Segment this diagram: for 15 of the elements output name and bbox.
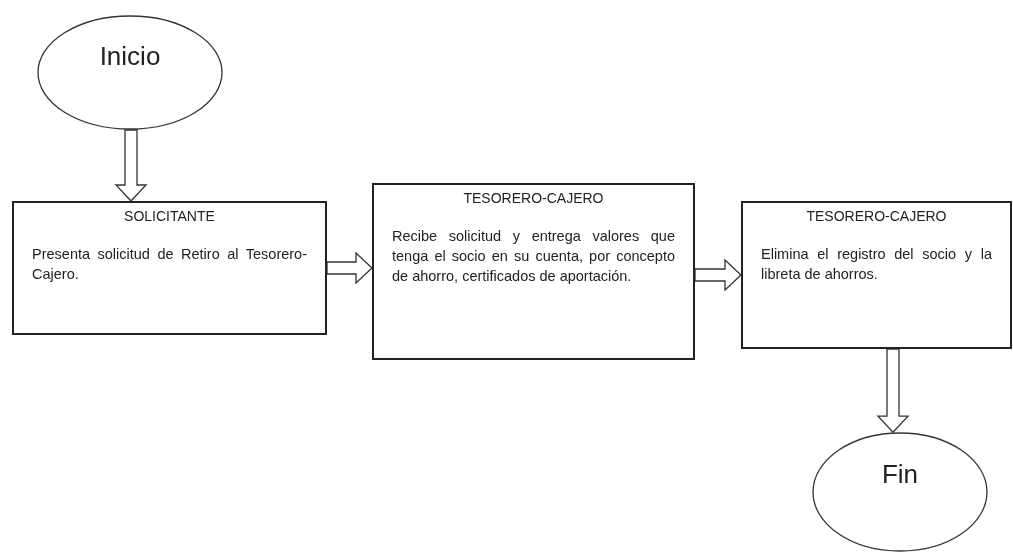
step-description: Elimina el registro del socio y la libreta de ahorros. [761,244,992,284]
block-arrow [694,258,742,292]
block-arrow [114,129,148,202]
step-description: Recibe solicitud y entrega valores que tenga el socio en su cuenta, por concepto de ahorro, certificados de aportación. [392,226,675,286]
process-box [372,183,695,360]
process-box [741,201,1012,349]
terminal-label: Inicio [98,40,162,73]
step-description: Presenta solicitud de Retiro al Tesorero-Cajero. [32,244,307,284]
role-heading: TESORERO-CAJERO [462,190,605,208]
role-heading: TESORERO-CAJERO [805,208,948,226]
process-box [12,201,327,335]
block-arrow [326,251,373,285]
terminal-label: Fin [880,458,920,491]
role-heading: SOLICITANTE [123,208,216,226]
block-arrow [876,348,910,434]
